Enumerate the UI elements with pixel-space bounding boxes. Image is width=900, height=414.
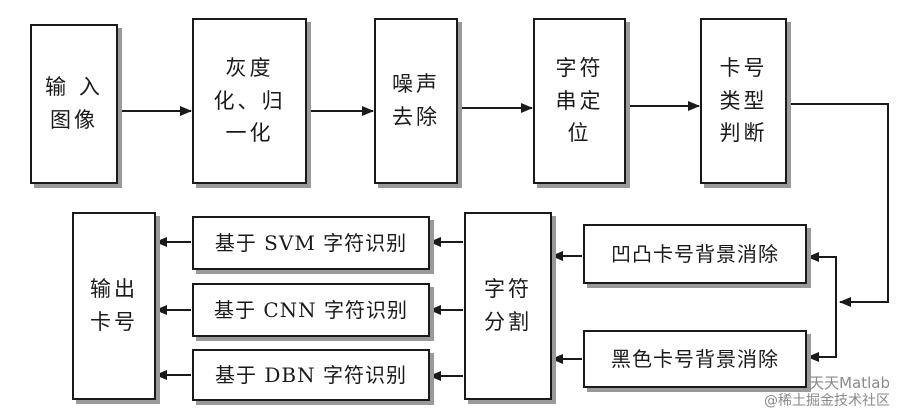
box-svm-recognition-label: 基于 SVM 字符识别 (214, 231, 408, 255)
box-black-background-removal-label: 黑色卡号背景消除 (611, 347, 779, 371)
watermark-line-1: 天天Matlab (809, 373, 890, 392)
box-grayscale-normalize-label: 灰度 化、归 一化 (213, 56, 286, 146)
box-character-segmentation-label: 字符 分割 (484, 277, 532, 334)
watermark-line-2: @稀土掘金技术社区 (764, 392, 890, 409)
box-black-background-removal: 黑色卡号背景消除 (583, 330, 807, 388)
arrow-split-to-black (807, 304, 837, 362)
arrow-split-to-concave (807, 252, 837, 304)
arrow-cardtype-to-split (787, 103, 889, 307)
box-string-location-label: 字符 串定 位 (555, 56, 604, 146)
box-concave-background-removal: 凹凸卡号背景消除 (583, 224, 807, 284)
box-card-type: 卡号 类型 判断 (700, 18, 787, 184)
watermark: 天天Matlab @稀土掘金技术社区 (764, 374, 890, 410)
box-input-image-label: 输 入 图像 (45, 75, 103, 132)
box-concave-background-removal-label: 凹凸卡号背景消除 (611, 242, 779, 266)
box-dbn-recognition: 基于 DBN 字符识别 (192, 349, 430, 401)
box-card-type-label: 卡号 类型 判断 (719, 56, 768, 146)
box-dbn-recognition-label: 基于 DBN 字符识别 (215, 363, 407, 387)
box-svm-recognition: 基于 SVM 字符识别 (192, 216, 430, 270)
box-cnn-recognition-label: 基于 CNN 字符识别 (213, 298, 409, 322)
box-output-card-number-label: 输出 卡号 (90, 277, 138, 334)
box-input-image: 输 入 图像 (30, 24, 118, 184)
box-grayscale-normalize: 灰度 化、归 一化 (192, 18, 307, 184)
box-output-card-number: 输出 卡号 (72, 212, 156, 400)
box-character-segmentation: 字符 分割 (464, 212, 552, 400)
box-cnn-recognition: 基于 CNN 字符识别 (192, 283, 430, 337)
box-noise-removal-label: 噪声 去除 (392, 72, 440, 129)
box-string-location: 字符 串定 位 (533, 18, 626, 184)
box-noise-removal: 噪声 去除 (374, 18, 458, 184)
